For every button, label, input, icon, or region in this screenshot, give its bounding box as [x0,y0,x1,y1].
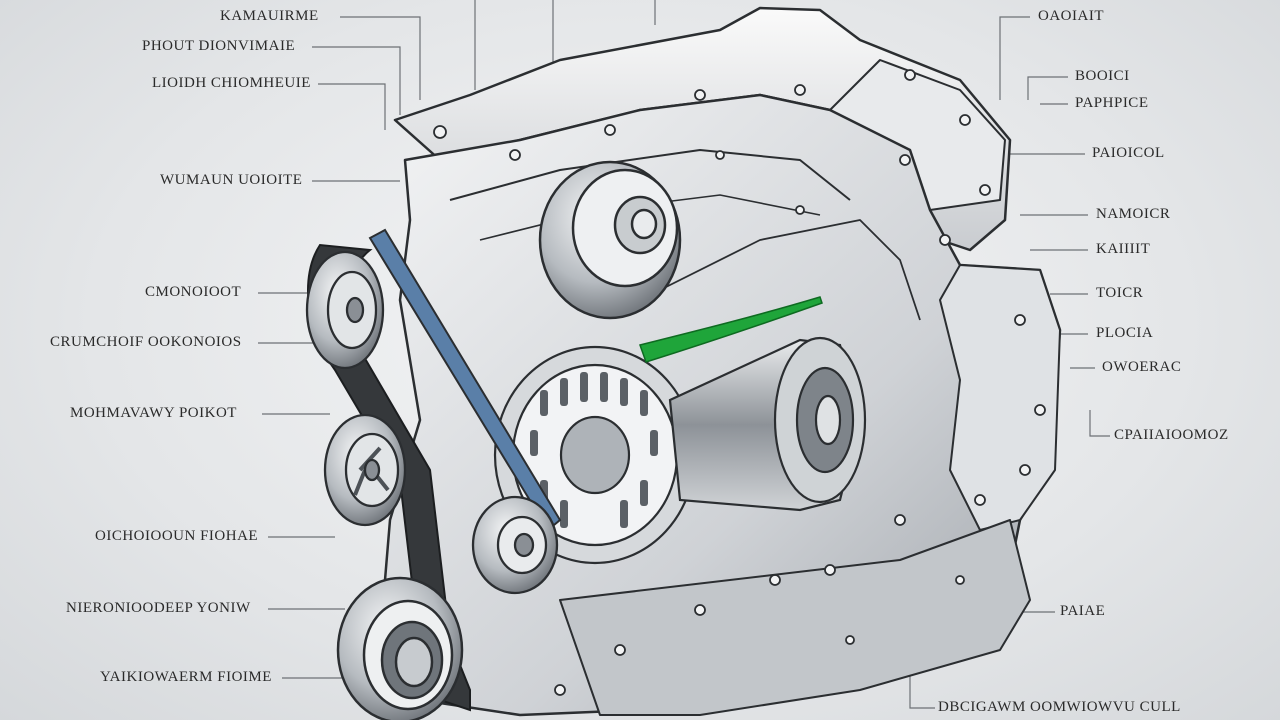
label-right-1: OAOIAIT [1038,8,1104,24]
label-right-10: CPAIIAIOOMOZ [1114,427,1229,443]
label-right-4: PAIOICOL [1092,145,1165,161]
label-right-11: PAIAE [1060,603,1106,619]
crank-pulley [336,576,464,720]
label-right-3: PAPHPICE [1075,95,1149,111]
label-left-8: OICHOIOOUN FIOHAE [95,528,259,544]
label-left-6: CRUMCHOIF OOKONOIOS [50,334,242,350]
label-right-5: NAMOICR [1096,206,1171,222]
green-fuel-line [639,296,823,363]
label-right-9: OWOERAC [1102,359,1182,375]
idler-pulley [323,413,407,527]
upper-pulley [538,160,682,320]
label-left-3: LIOIDH CHIOMHEUIE [152,75,311,91]
label-left-9: NIERONIOODEEP YONIW [66,600,251,616]
label-right-8: PLOCIA [1096,325,1154,341]
label-left-2: PHOUT DIONVIMAIE [142,38,296,54]
drive-shaft [668,336,867,512]
label-left-1: KAMAUIRME [220,8,319,24]
bolts [433,69,1046,696]
label-right-2: BOOICI [1075,68,1130,84]
label-left-10: YAIKIOWAERM FIOIME [100,669,272,685]
label-left-7: MOHMAVAWY POIKOT [70,405,237,421]
engine-block [378,6,1062,717]
label-right-7: TOICR [1096,285,1144,301]
label-right-6: KAIIIIT [1096,241,1151,257]
tensioner-pulley [305,250,385,370]
label-left-5: CMONOIOOT [145,284,242,300]
small-idler-pulley [471,495,559,595]
label-bottom: DBCIGAWM OOMWIOWVU CULL [938,699,1181,715]
label-left-4: WUMAUN UOIOITE [160,172,303,188]
